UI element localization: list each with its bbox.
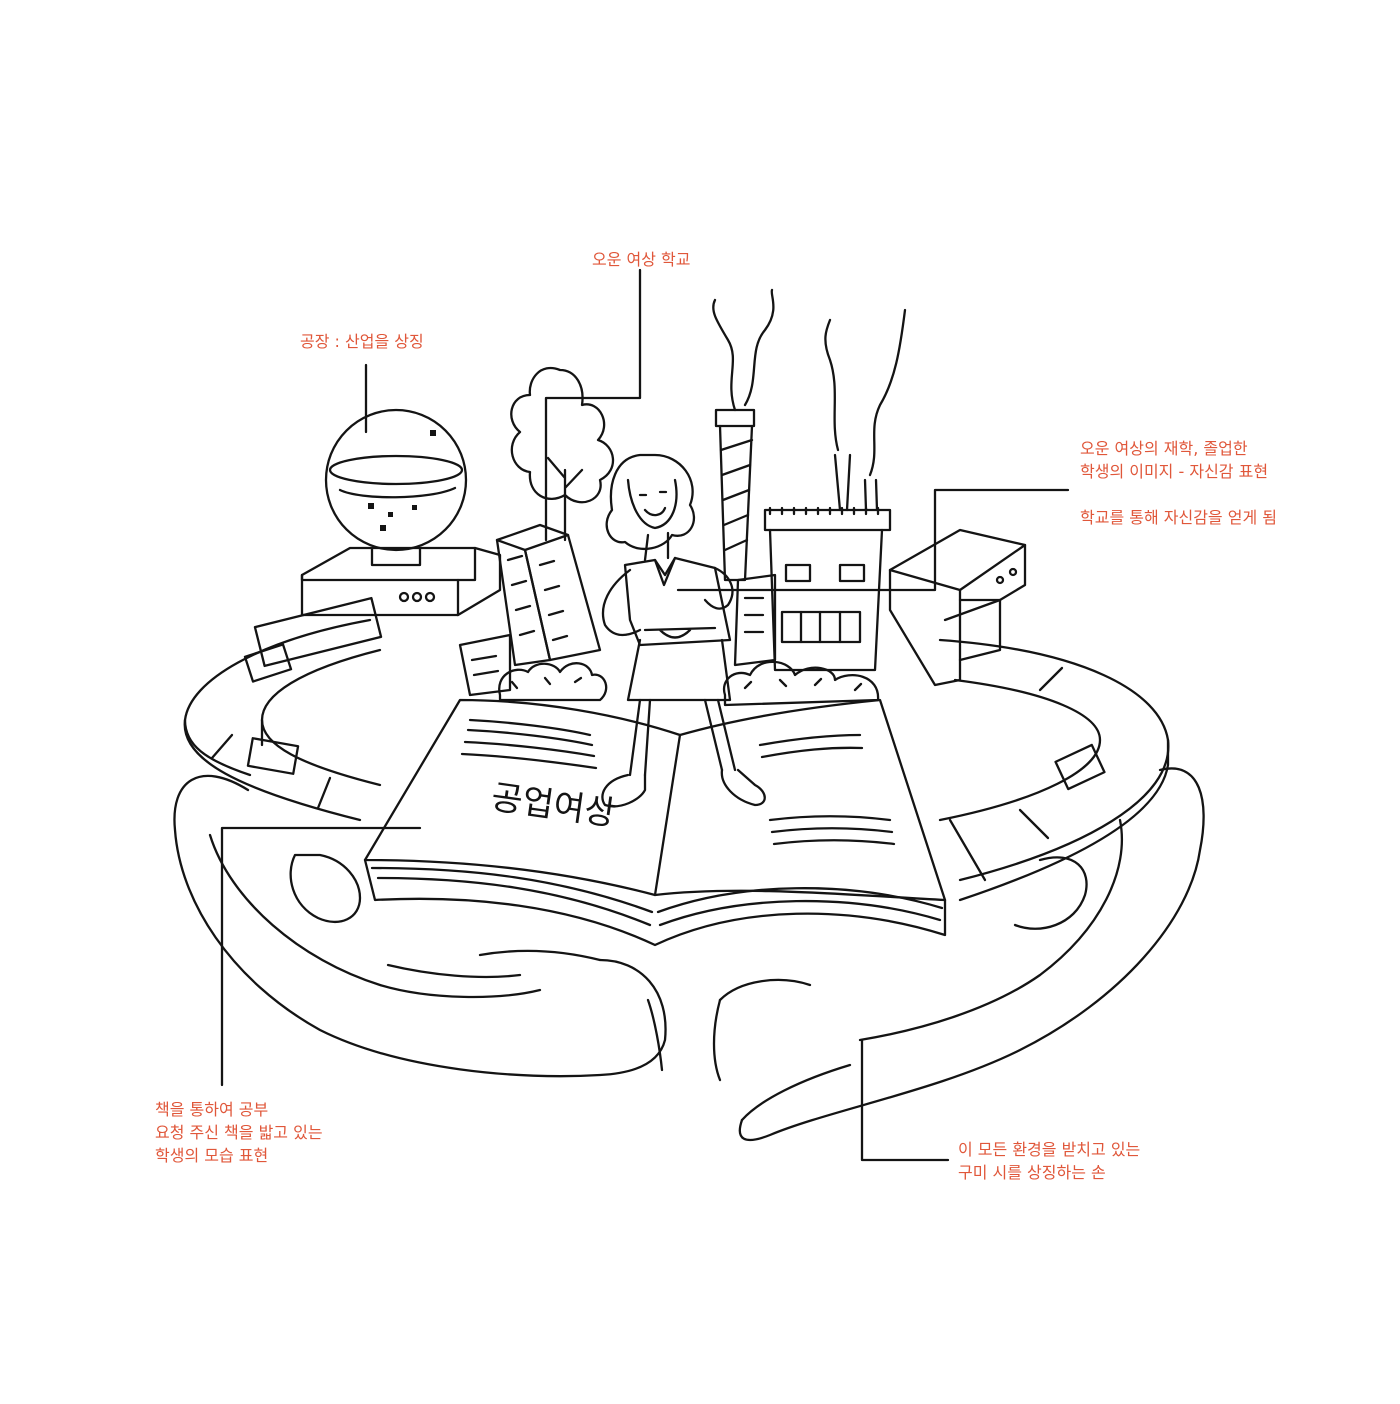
annotation-school: 오운 여상 학교 <box>592 250 691 269</box>
school-building-icon <box>458 523 602 697</box>
annotation-factory: 공장 : 산업을 상징 <box>300 332 424 351</box>
bush-icon <box>498 660 880 707</box>
book-cover-lettering: 공업여상 <box>489 777 618 834</box>
left-hand-icon <box>173 774 667 1078</box>
open-book-icon <box>363 698 947 947</box>
factory-building-icon <box>733 308 907 672</box>
annotation-student: 오운 여상의 재학, 졸업한 학생의 이미지 - 자신감 표현 학교를 통해 자… <box>1080 439 1277 527</box>
chimney-icon <box>712 288 775 582</box>
right-hand-icon <box>712 767 1205 1142</box>
leader-lines <box>220 268 1070 1162</box>
tree-icon <box>510 367 615 542</box>
machine-icon <box>888 528 1027 687</box>
dome-factory-icon <box>300 408 502 617</box>
conveyor-belt-icon <box>183 596 1170 902</box>
annotation-hands: 이 모든 환경을 받치고 있는 구미 시를 상징하는 손 <box>958 1140 1141 1182</box>
student-figure-icon <box>601 453 766 808</box>
annotation-book: 책을 통하여 공부 요청 주신 책을 밟고 있는 학생의 모습 표현 <box>155 1100 323 1165</box>
